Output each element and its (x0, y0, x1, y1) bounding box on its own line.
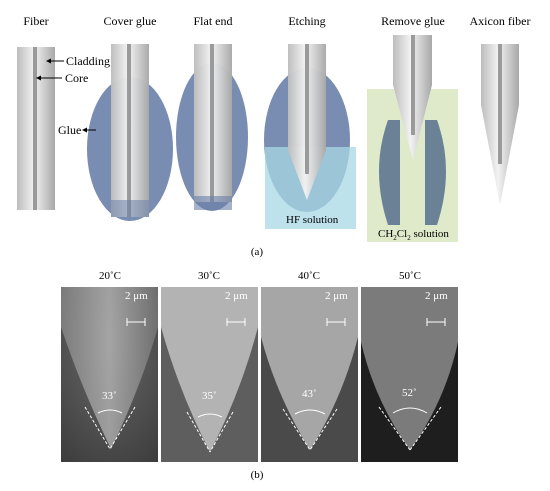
cone-angle-label-40: 43˚ (302, 388, 317, 400)
step-title-etching: Etching (288, 14, 326, 28)
cone-angle-label-50: 52˚ (402, 387, 417, 399)
ch2cl2-solution-label: CH2Cl2 solution (378, 228, 449, 243)
step-title-cover-glue: Cover glue (103, 14, 157, 28)
temperature-label-20: 20˚C (99, 270, 121, 282)
hf-solution-label: HF solution (286, 214, 339, 226)
scale-bar-label-40: 2 μm (325, 290, 348, 302)
core-label: Core (65, 71, 89, 85)
scale-bar-label-20: 2 μm (125, 290, 148, 302)
cladding-label: Cladding (66, 54, 110, 68)
cone-angle-label-30: 35˚ (202, 390, 217, 402)
flat-end-fiber (176, 44, 248, 211)
cladding-arrow (46, 58, 64, 64)
remove-glue-fiber (367, 35, 458, 242)
glue-arrow (82, 127, 96, 133)
fabrication-diagram (17, 35, 519, 242)
etching-fiber (264, 44, 356, 229)
fiber-core (33, 47, 37, 210)
sem-image-30c (161, 287, 258, 462)
cover-glue-fiber (87, 44, 173, 221)
temperature-label-30: 30˚C (198, 270, 220, 282)
glue-label: Glue (58, 123, 82, 137)
sem-image-50c (361, 287, 458, 462)
scale-bar-label-30: 2 μm (225, 290, 248, 302)
step-title-flat-end: Flat end (193, 14, 233, 28)
panel-b-label: (b) (250, 469, 264, 481)
step-title-remove-glue: Remove glue (381, 14, 445, 28)
panel-a-label: (a) (250, 246, 264, 258)
cone-angle-label-20: 33˚ (102, 390, 117, 402)
plain-fiber (17, 47, 55, 210)
scale-bar-label-50: 2 μm (425, 290, 448, 302)
core-arrow (36, 75, 62, 81)
temperature-label-50: 50˚C (399, 270, 421, 282)
temperature-label-40: 40˚C (298, 270, 320, 282)
sem-image-40c (261, 287, 358, 462)
step-title-fiber: Fiber (23, 14, 49, 28)
axicon-fiber (481, 44, 519, 205)
step-title-axicon-fiber: Axicon fiber (469, 14, 531, 28)
sem-image-20c (61, 287, 158, 462)
